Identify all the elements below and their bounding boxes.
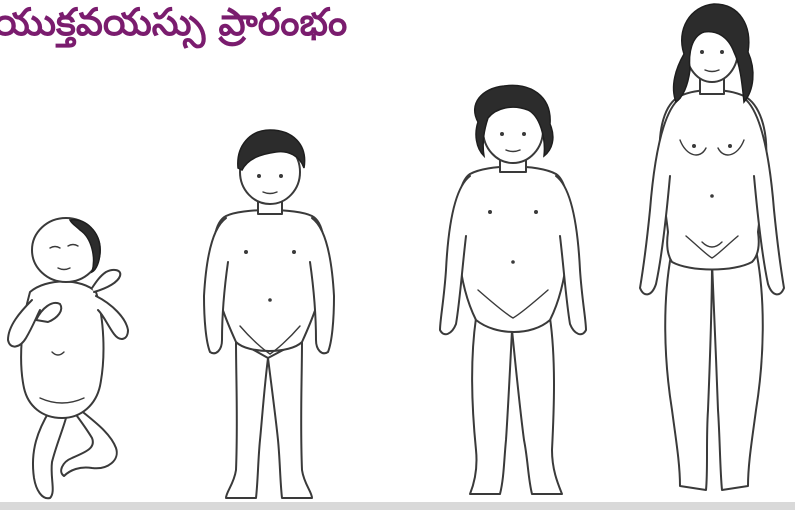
- young-child-figure: [204, 130, 334, 498]
- older-child-figure: [440, 85, 586, 494]
- ground-strip: [0, 502, 795, 510]
- adult-woman-figure: [640, 4, 784, 490]
- baby-figure: [8, 218, 128, 498]
